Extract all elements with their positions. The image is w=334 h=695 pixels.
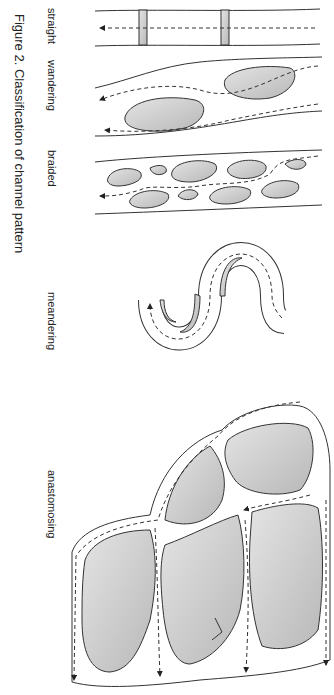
meandering-channel <box>150 254 284 339</box>
pattern-label: wandering <box>46 60 58 111</box>
pattern-label: anastomosing <box>46 470 58 539</box>
wandering-channel <box>95 57 322 136</box>
braided-channel <box>95 150 322 214</box>
pattern-label: straight <box>46 8 58 44</box>
straight-channel <box>95 9 320 46</box>
figure-caption: Figure 2. Classification of channel patt… <box>12 14 26 253</box>
anastomosing-channel <box>72 402 330 686</box>
pattern-label: braided <box>46 150 58 187</box>
pattern-label: meandering <box>46 292 58 350</box>
